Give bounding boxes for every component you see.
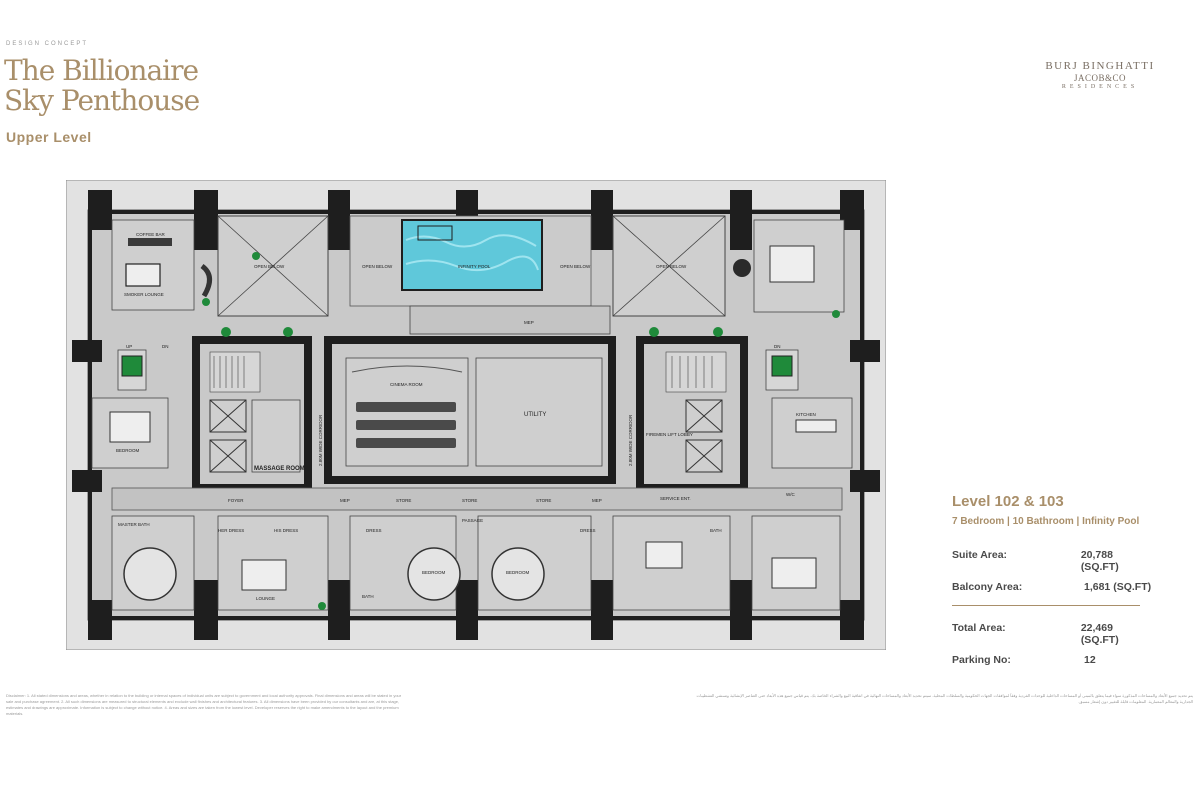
label-wc: W/C xyxy=(786,492,795,497)
label-mep-top: MEP xyxy=(524,320,534,325)
label-open-below-right: OPEN BELOW xyxy=(656,264,687,269)
label-utility: UTILITY xyxy=(524,412,546,418)
label-her-dress: HER DRESS xyxy=(218,528,244,533)
pool-water-ripple xyxy=(405,234,539,272)
infinity-pool xyxy=(401,219,543,291)
label-corridor-left: 2.80M WIDE CORRIDOR xyxy=(318,414,323,466)
east-wall xyxy=(860,210,864,620)
balcony-area-value: 1,681 (SQ.FT) xyxy=(1084,581,1152,593)
total-area-value: 22,469 (SQ.FT) xyxy=(1080,622,1119,646)
parking-row: Parking No: 12 xyxy=(952,654,1152,666)
kitchen-island xyxy=(795,419,837,433)
round-beds xyxy=(123,547,545,601)
page-title: The Billionaire Sky Penthouse xyxy=(4,54,200,117)
level-heading: Level 102 & 103 xyxy=(952,493,1064,510)
suite-area-label: Suite Area: xyxy=(952,549,1008,561)
parking-label: Parking No: xyxy=(952,654,1011,666)
label-dn-right: DN xyxy=(774,344,781,349)
right-stair xyxy=(665,351,727,393)
label-dn-left: DN xyxy=(162,344,169,349)
label-kitchen: KITCHEN xyxy=(796,412,816,417)
label-lounge: LOUNGE xyxy=(256,596,275,601)
suite-beds xyxy=(241,541,817,591)
label-store-3: STORE xyxy=(536,498,551,503)
coffee-bar xyxy=(128,238,172,246)
cinema-seats xyxy=(356,402,456,448)
label-foyer: FOYER xyxy=(228,498,244,503)
floor-plan: COFFEE BAR SMOKER LOUNGE OPEN BELOW OPEN… xyxy=(66,180,886,650)
suite-area-value: 20,788 (SQ.FT) xyxy=(1080,549,1119,573)
label-smoker-lounge: SMOKER LOUNGE xyxy=(124,292,164,297)
label-bath-2: BATH xyxy=(710,528,722,533)
level-info-panel: Level 102 & 103 7 Bedroom | 10 Bathroom … xyxy=(952,493,1152,666)
label-mep-right: MEP xyxy=(592,498,602,503)
label-bedroom-1: BEDROOM xyxy=(422,570,446,575)
title-line-2: Sky Penthouse xyxy=(4,84,200,117)
label-open-below-left: OPEN BELOW xyxy=(254,264,285,269)
panel-divider xyxy=(952,605,1140,606)
curved-sofa xyxy=(200,263,212,298)
label-store-2: STORE xyxy=(462,498,477,503)
central-core xyxy=(324,336,616,484)
west-wall xyxy=(88,210,92,620)
parking-value: 12 xyxy=(1084,654,1096,666)
disclaimer-english: Disclaimer: 1. All stated dimensions and… xyxy=(6,693,402,716)
balcony-area-row: Balcony Area: 1,681 (SQ.FT) xyxy=(952,581,1152,593)
pool-steps xyxy=(417,225,453,241)
label-open-below-pool-left: OPEN BELOW xyxy=(362,264,393,269)
label-bath-1: BATH xyxy=(362,594,374,599)
label-infinity-pool: INFINITY POOL xyxy=(458,264,491,269)
total-area-label: Total Area: xyxy=(952,622,1006,634)
disclaimer-arabic: يتم تحديد جميع الأبعاد والمساحات المذكور… xyxy=(696,693,1193,704)
foyer-corridor xyxy=(111,487,843,511)
grand-piano xyxy=(733,259,751,277)
cinema-screen xyxy=(351,365,463,373)
massage-room xyxy=(251,399,301,473)
label-open-below-pool-right: OPEN BELOW xyxy=(560,264,591,269)
label-mep-left: MEP xyxy=(340,498,350,503)
label-bedroom-2: BEDROOM xyxy=(506,570,530,575)
label-firemen-lobby: FIREMEN LIFT LOBBY xyxy=(646,432,693,437)
brand-line-3: RESIDENCES xyxy=(1061,84,1139,90)
label-service-ent: SERVICE ENT. xyxy=(660,496,691,501)
level-subtitle: Upper Level xyxy=(6,129,92,145)
planter-right xyxy=(771,355,793,377)
label-his-dress: HIS DRESS xyxy=(274,528,298,533)
title-line-1: The Billionaire xyxy=(4,54,199,87)
total-area-row: Total Area: 22,469 (SQ.FT) xyxy=(952,622,1152,646)
open-below-left xyxy=(217,215,329,317)
right-lifts xyxy=(685,399,723,473)
utility-room xyxy=(475,357,603,467)
design-concept-label: DESIGN CONCEPT xyxy=(6,41,89,47)
level-features: 7 Bedroom | 10 Bathroom | Infinity Pool xyxy=(952,516,1140,527)
label-coffee-bar: COFFEE BAR xyxy=(136,232,166,237)
brand-line-1: BURJ BINGHATTI xyxy=(1045,60,1155,72)
planter-left xyxy=(121,355,143,377)
suite-area-row: Suite Area: 20,788 (SQ.FT) xyxy=(952,549,1152,573)
label-corridor-right: 2.80M WIDE CORRIDOR xyxy=(628,414,633,466)
label-dress-1: DRESS xyxy=(366,528,382,533)
kitchen xyxy=(771,397,853,469)
plants xyxy=(202,252,840,610)
label-store-1: STORE xyxy=(396,498,411,503)
brand-logo: BURJ BINGHATTI JACOB&CO RESIDENCES xyxy=(1030,60,1170,90)
left-lifts xyxy=(209,399,247,473)
mep-room xyxy=(409,305,611,335)
label-up-left: UP xyxy=(126,344,132,349)
balcony-area-label: Balcony Area: xyxy=(952,581,1023,593)
dining-table xyxy=(769,245,815,283)
structural-columns xyxy=(72,190,880,640)
pool-table xyxy=(125,263,161,287)
label-bedroom-left: BEDROOM xyxy=(116,448,140,453)
left-bed xyxy=(109,411,151,443)
label-cinema-room: CINEMA ROOM xyxy=(390,382,423,387)
label-massage-room: MASSAGE ROOM xyxy=(254,466,305,472)
brand-line-2: JACOB&CO xyxy=(1073,73,1126,83)
left-stair xyxy=(209,351,261,393)
label-master-bath: MASTER BATH xyxy=(118,522,150,527)
open-below-right xyxy=(612,215,726,317)
label-dress-2: DRESS xyxy=(580,528,596,533)
label-passage: PASSAGE xyxy=(462,518,483,523)
